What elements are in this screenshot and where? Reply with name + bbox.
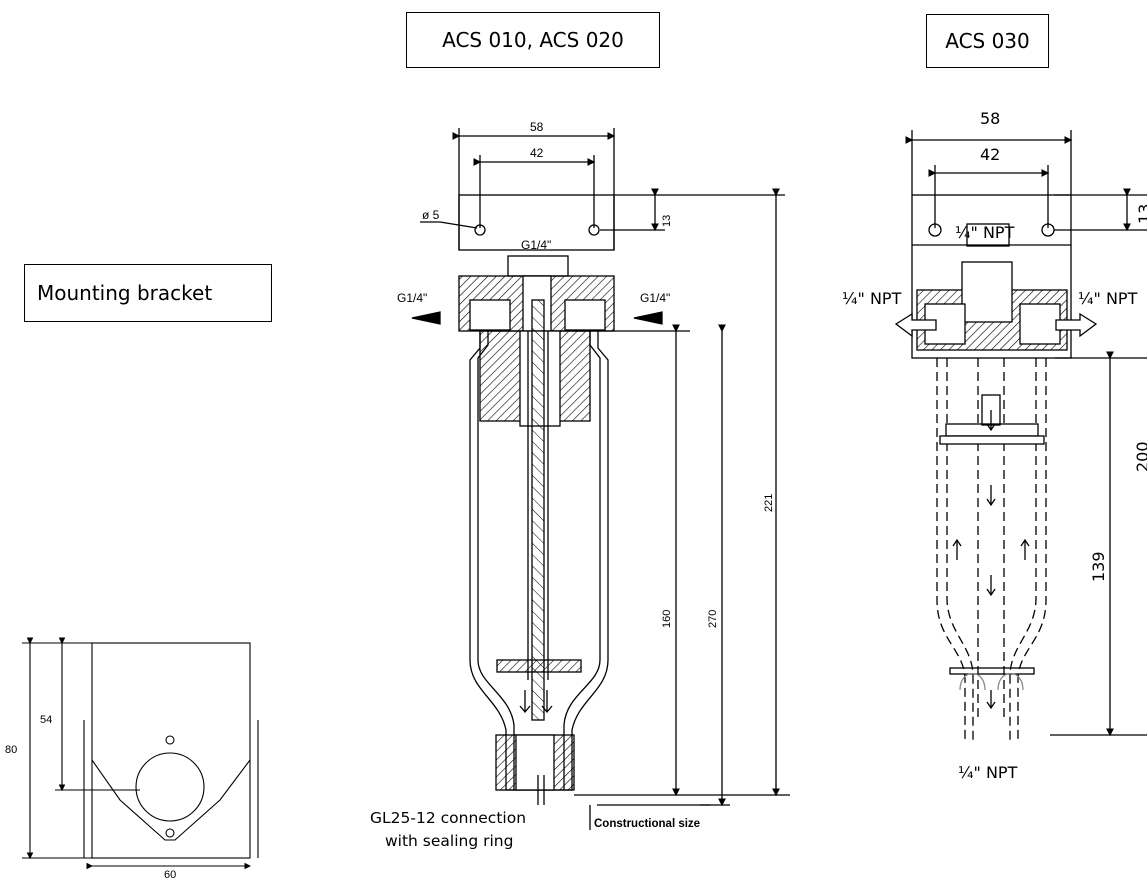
dim-221: 221: [763, 494, 775, 512]
mounting-bracket-drawing: [22, 637, 259, 870]
acs010-020-label: ACS 010, ACS 020: [406, 12, 660, 68]
port-right-left: G1/4": [640, 291, 670, 305]
dim-139: 139: [1089, 551, 1108, 582]
acs030-drawing: [894, 130, 1147, 740]
bracket-dim-80: 80: [5, 744, 17, 756]
dim-58-left: 58: [530, 120, 544, 134]
dim-160: 160: [661, 610, 673, 628]
port-top-right: ¼" NPT: [955, 223, 1015, 242]
connection-caption-2: with sealing ring: [385, 832, 513, 850]
dim-270: 270: [707, 610, 719, 628]
dim-42-left: 42: [530, 146, 544, 160]
port-right-right: ¼" NPT: [1078, 289, 1138, 308]
port-top-left: G1/4": [521, 238, 551, 252]
acs010-drawing: [411, 128, 790, 830]
mounting-bracket-label: Mounting bracket: [24, 264, 272, 322]
dim-42-right: 42: [980, 145, 1000, 164]
bracket-dim-54: 54: [40, 714, 52, 726]
connection-caption-1: GL25-12 connection: [370, 809, 526, 827]
port-bottom-right: ¼" NPT: [958, 763, 1018, 782]
acs010-020-text: ACS 010, ACS 020: [442, 28, 624, 52]
acs030-dimension-texts: 58 42 13 ¼" NPT ¼" NPT ¼" NPT ¼" NPT 200…: [842, 109, 1147, 782]
port-left-right: ¼" NPT: [842, 289, 902, 308]
bracket-dimension-texts: 80 54 60: [5, 714, 176, 881]
dim-13-left: 13: [661, 215, 673, 227]
dim-hole-left: ø 5: [422, 208, 440, 222]
port-left-left: G1/4": [397, 291, 427, 305]
dim-58-right: 58: [980, 109, 1000, 128]
dim-13-right: 13: [1135, 204, 1147, 224]
constructional-size-caption: Constructional size: [594, 818, 700, 830]
acs030-label: ACS 030: [926, 14, 1049, 68]
acs010-dimension-texts: 58 42 ø 5 13 G1/4" G1/4" G1/4" 160 270 2…: [397, 120, 775, 628]
dim-200: 200: [1133, 441, 1147, 472]
bracket-dim-60: 60: [164, 869, 176, 881]
acs030-text: ACS 030: [945, 29, 1030, 53]
mounting-bracket-text: Mounting bracket: [37, 281, 213, 305]
